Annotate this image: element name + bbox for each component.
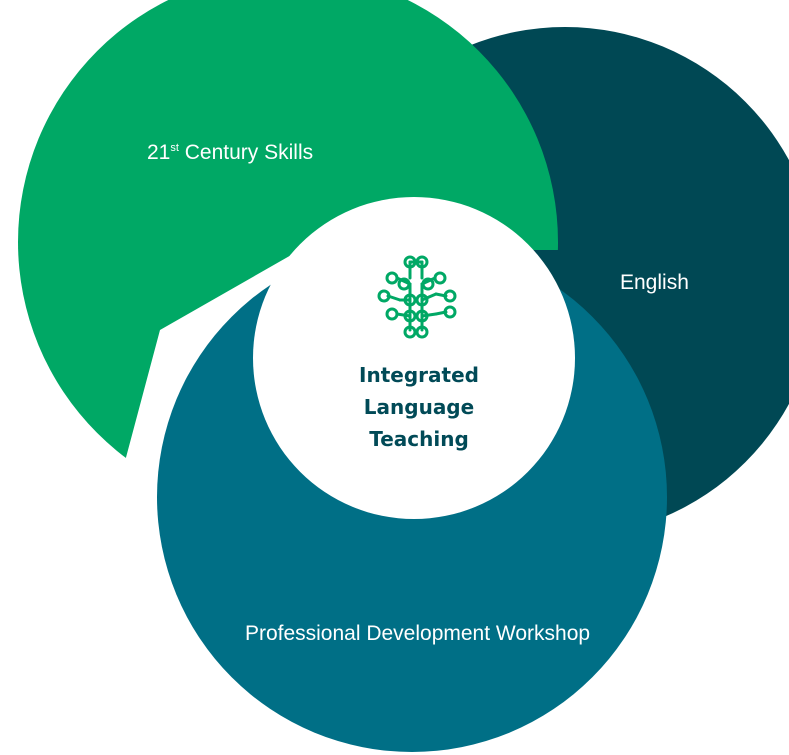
center-title: Integrated Language Teaching (314, 359, 524, 455)
segment-label-professional-development: Professional Development Workshop (244, 622, 591, 645)
skills-label-number: 21 (147, 141, 171, 164)
center-circle (253, 197, 575, 519)
segment-label-english: English (620, 271, 689, 294)
center-title-line-3: Teaching (369, 427, 469, 451)
center-title-line-1: Integrated (359, 363, 479, 387)
center-title-line-2: Language (363, 395, 475, 419)
network-nodes-icon (377, 255, 457, 339)
skills-label-superscript: st (170, 142, 179, 154)
segment-label-21st-century-skills: 21st Century Skills (147, 136, 313, 170)
skills-label-text: Century Skills (178, 141, 314, 164)
